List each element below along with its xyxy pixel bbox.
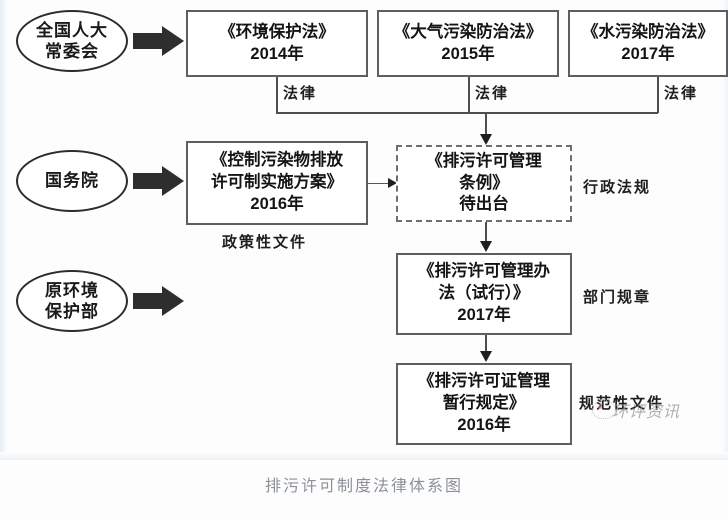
arrow-mep-to-rules: [133, 286, 185, 316]
arrow-npc-to-laws: [133, 26, 185, 56]
actor-mep-line2: 保护部: [45, 302, 99, 321]
tier-label-law-3: 法律: [664, 86, 699, 102]
document-box-normative-document: 《排污许可证管理 暂行规定》 2016年: [396, 363, 572, 445]
actor-state-council: 国务院: [16, 150, 128, 212]
document-box-policy-plan: 《控制污染物排放 许可制实施方案》 2016年: [186, 141, 368, 225]
page-edge-shadow-right: [722, 0, 728, 460]
connector-law1-drop: [276, 77, 278, 113]
arrow-shaft: [133, 33, 163, 49]
law-box-environmental-protection: 《环境保护法》 2014年: [186, 10, 368, 77]
document-title-line1: 《排污许可管理办: [418, 262, 550, 281]
figure-caption: 排污许可制度法律体系图: [264, 478, 463, 495]
law-title: 《环境保护法》: [219, 22, 335, 41]
arrowhead-rule-to-normative: [480, 351, 492, 362]
law-box-text: 《水污染防治法》 2017年: [582, 22, 714, 66]
document-box-text: 《排污许可管理办 法（试行）》 2017年: [418, 261, 550, 326]
document-title-line2: 许可制实施方案》: [211, 173, 343, 192]
connector-law2-drop: [468, 77, 470, 113]
actor-npc-line2: 常委会: [45, 42, 99, 61]
document-box-text: 《排污许可管理 条例》 待出台: [426, 151, 542, 216]
document-box-text: 《控制污染物排放 许可制实施方案》 2016年: [211, 150, 343, 215]
connector-law-bus: [276, 112, 658, 114]
arrow-head: [162, 286, 184, 316]
document-year: 2016年: [457, 415, 511, 434]
law-year: 2017年: [621, 44, 675, 63]
law-title: 《水污染防治法》: [582, 22, 714, 41]
connector-regulation-to-rule: [485, 222, 487, 243]
page-edge-shadow-left: [0, 0, 7, 460]
watermark-text: 环评资讯: [612, 404, 681, 421]
tier-label-law-1: 法律: [283, 86, 318, 102]
document-title-line2: 条例》: [459, 173, 509, 192]
tier-label-law-2: 法律: [475, 86, 510, 102]
arrowhead-policy-to-regulation: [388, 178, 397, 188]
document-year: 2016年: [250, 194, 304, 213]
document-box-regulation-pending: 《排污许可管理 条例》 待出台: [396, 145, 572, 222]
law-title: 《大气污染防治法》: [393, 22, 543, 41]
actor-state-council-label: 国务院: [45, 171, 99, 191]
actor-npc-standing-committee: 全国人大 常委会: [16, 10, 128, 72]
actor-ministry-of-environmental-protection: 原环境 保护部: [16, 270, 128, 332]
arrow-state-council-to-policy: [133, 166, 185, 196]
law-box-water-pollution: 《水污染防治法》 2017年: [568, 10, 728, 77]
connector-policy-to-regulation: [368, 183, 390, 184]
law-year: 2015年: [441, 44, 495, 63]
connector-rule-to-normative: [485, 335, 487, 353]
document-year: 2017年: [457, 305, 511, 324]
document-title-line2: 法（试行）》: [438, 284, 530, 303]
document-title-line1: 《排污许可证管理: [418, 372, 550, 391]
connector-law3-drop: [657, 77, 659, 113]
tier-label-administrative-regulation: 行政法规: [583, 180, 652, 196]
actor-mep-line1: 原环境: [45, 280, 99, 300]
actor-npc-line1: 全国人大: [36, 20, 108, 40]
connector-bus-to-regulation: [485, 112, 487, 137]
arrow-head: [162, 26, 184, 56]
law-year: 2014年: [250, 44, 304, 63]
actor-npc-label: 全国人大 常委会: [36, 20, 108, 63]
document-box-ministerial-rule: 《排污许可管理办 法（试行）》 2017年: [396, 253, 572, 335]
page-edge-shadow-bottom: [0, 452, 728, 460]
law-box-air-pollution: 《大气污染防治法》 2015年: [377, 10, 559, 77]
document-title-line1: 《控制污染物排放: [211, 151, 343, 170]
watermark-logo-icon: [592, 400, 616, 419]
arrowhead-regulation-to-rule: [480, 241, 492, 252]
law-box-text: 《大气污染防治法》 2015年: [394, 22, 543, 66]
arrowhead-bus-to-regulation: [480, 134, 492, 145]
arrow-shaft: [133, 293, 163, 309]
document-box-text: 《排污许可证管理 暂行规定》 2016年: [418, 371, 550, 436]
document-title-line2: 暂行规定》: [442, 394, 526, 413]
law-box-text: 《环境保护法》 2014年: [219, 22, 335, 66]
arrow-shaft: [133, 173, 163, 189]
tier-label-policy-document: 政策性文件: [222, 235, 308, 251]
actor-mep-label: 原环境 保护部: [45, 280, 99, 323]
tier-label-ministerial-rule: 部门规章: [583, 290, 652, 306]
document-title-line1: 《排污许可管理: [426, 151, 542, 170]
arrow-head: [162, 166, 184, 196]
document-status: 待出台: [459, 195, 509, 214]
